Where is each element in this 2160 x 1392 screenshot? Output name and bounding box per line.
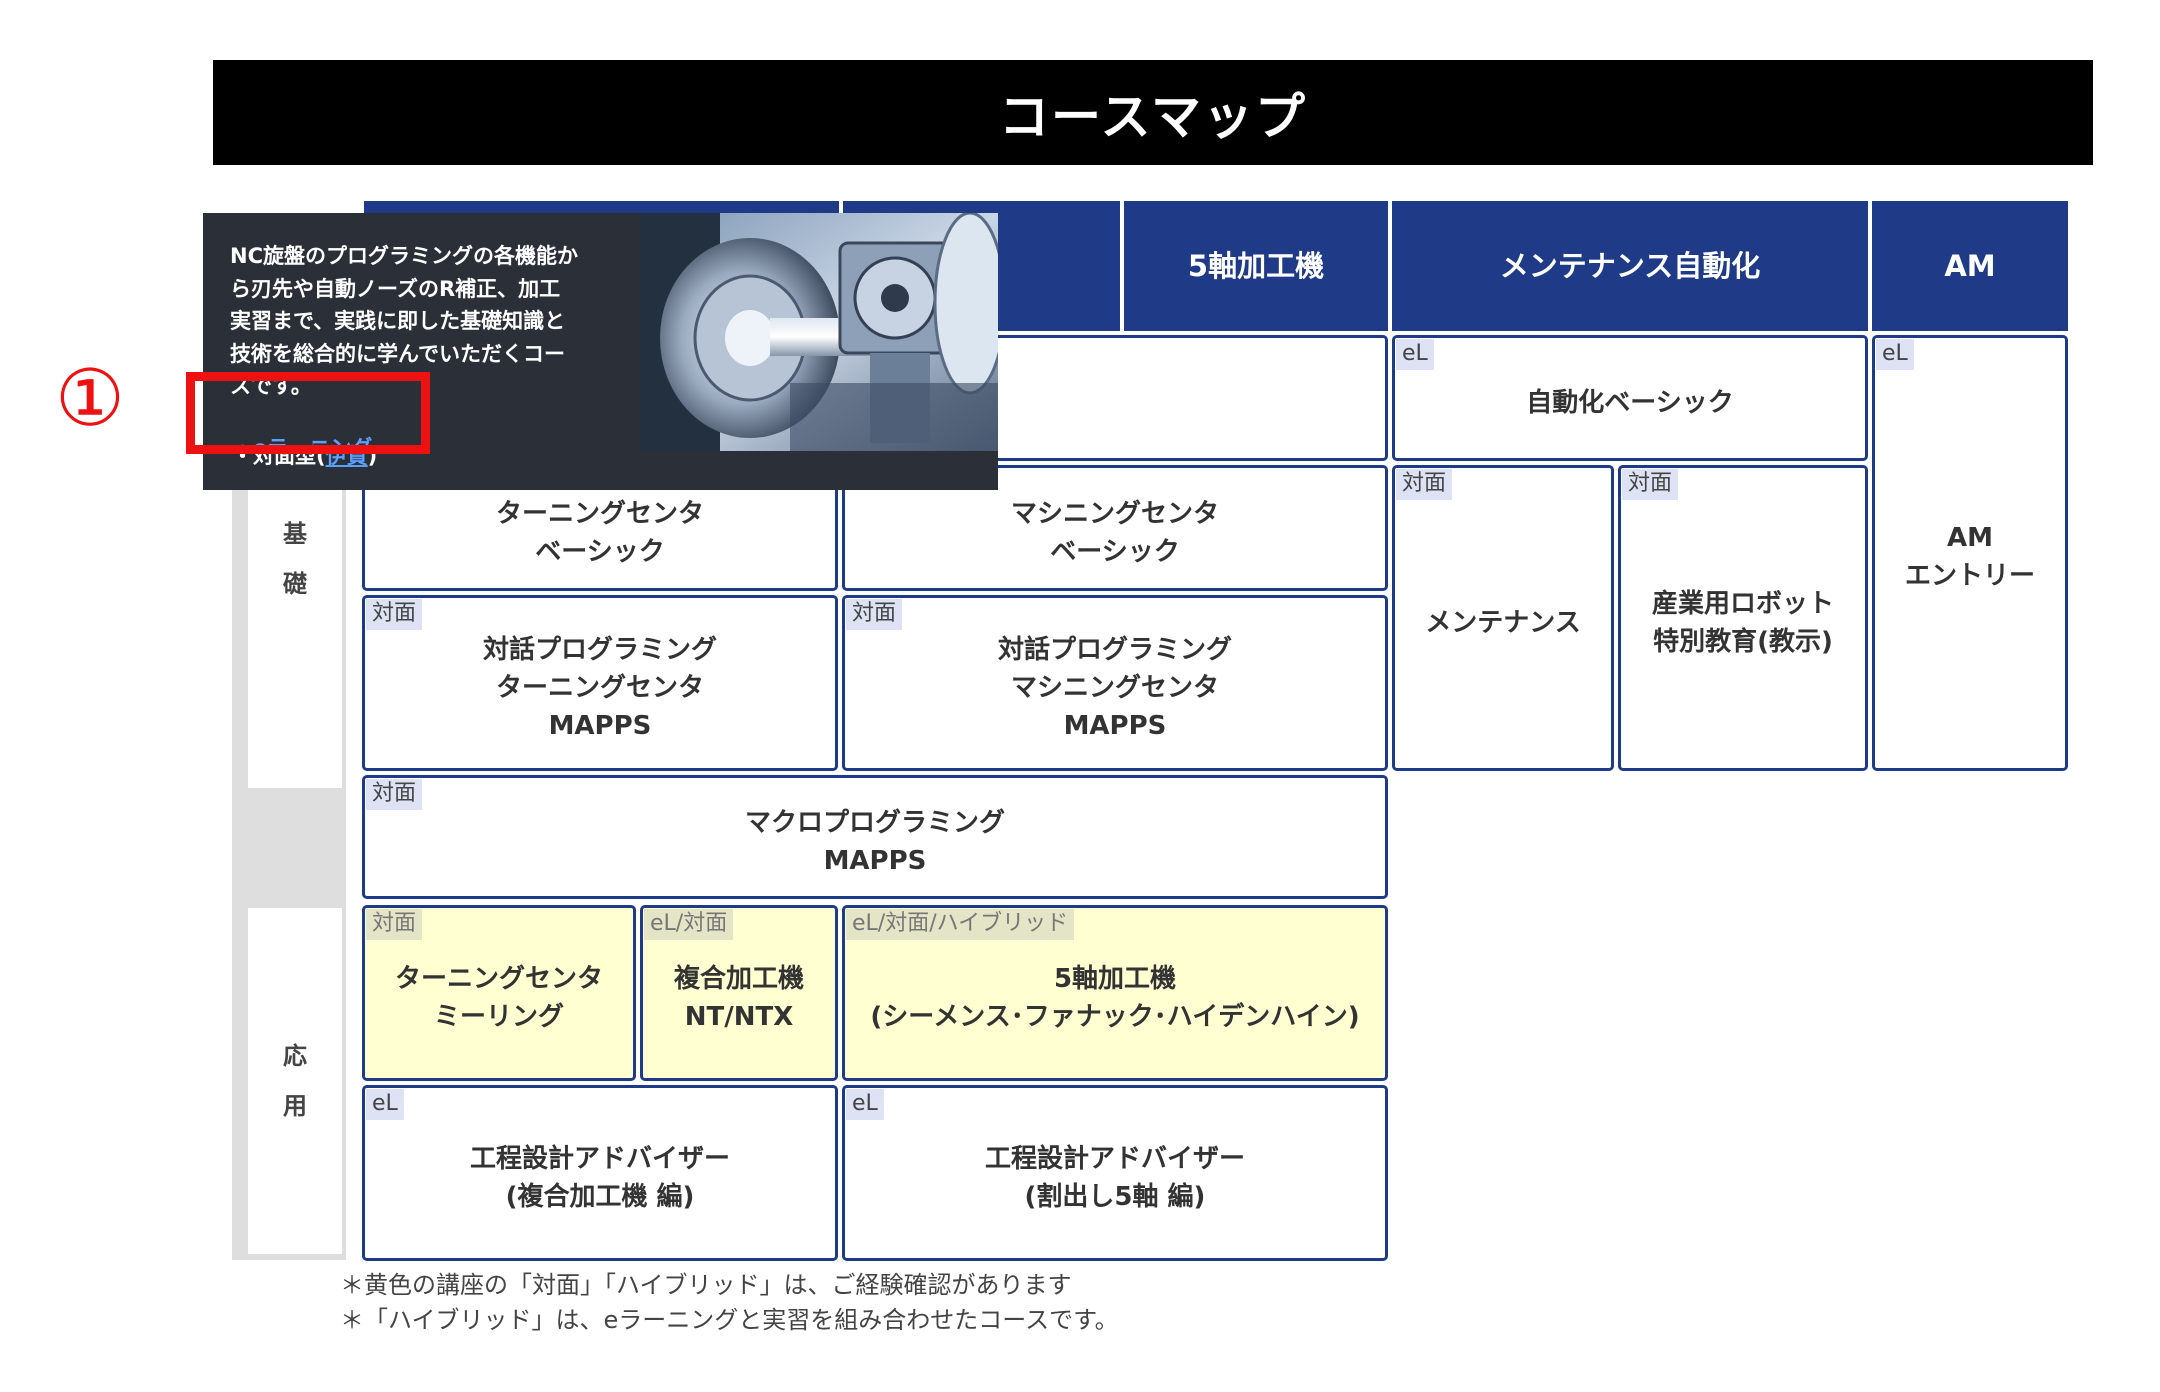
course-tag: eL xyxy=(1876,339,1914,370)
course-label: AM エントリー xyxy=(1904,523,2035,591)
course-label: ターニングセンタ ミーリング xyxy=(394,964,603,1032)
row-label-applied-text: 応 用 xyxy=(283,1041,307,1120)
course-macro-programming[interactable]: 対面 マクロプログラミング MAPPS xyxy=(362,775,1388,899)
course-label: 複合加工機 NT/NTX xyxy=(673,964,804,1032)
course-auto-basic[interactable]: eL 自動化ベーシック xyxy=(1392,335,1868,461)
course-tag: eL xyxy=(366,1089,404,1120)
course-tag: 対面 xyxy=(366,909,423,940)
course-label: 対話プログラミング ターニングセンタ MAPPS xyxy=(482,635,717,741)
page-title: コースマップ xyxy=(213,60,2093,165)
course-tag: 対面 xyxy=(1396,469,1453,500)
course-industrial-robot[interactable]: 対面 産業用ロボット 特別教育(教示) xyxy=(1618,465,1868,771)
course-label: 工程設計アドバイザー (割出し5軸 編) xyxy=(984,1144,1245,1212)
course-label: 産業用ロボット 特別教育(教示) xyxy=(1651,589,1834,657)
tooltip-description: NC旋盤のプログラミングの各機能か ら刃先や自動ノーズのR補正、加工 実習まで、… xyxy=(230,244,578,399)
header-am[interactable]: AM xyxy=(1872,201,2068,331)
course-tag: eL xyxy=(1396,339,1434,370)
course-label: マクロプログラミング MAPPS xyxy=(744,808,1005,876)
header-five-axis[interactable]: 5軸加工機 xyxy=(1124,201,1388,331)
course-dialog-machining[interactable]: 対面 対話プログラミング マシニングセンタ MAPPS xyxy=(842,595,1388,771)
course-tag: 対面 xyxy=(846,599,903,630)
course-tag: 対面 xyxy=(366,599,423,630)
row-label-basic-text: 基 礎 xyxy=(283,519,307,598)
footnote-1: ＊黄色の講座の「対面」「ハイブリッド」は、ご経験確認があります xyxy=(340,1271,1072,1299)
bullet-suffix: ) xyxy=(367,444,378,468)
course-label: 5軸加工機 (シーメンス･ファナック･ハイデンハイン) xyxy=(870,964,1360,1032)
course-label: 対話プログラミング マシニングセンタ MAPPS xyxy=(997,635,1232,741)
footnote-2: ＊「ハイブリッド」は、eラーニングと実習を組み合わせたコースです。 xyxy=(340,1306,1119,1334)
course-turning-milling[interactable]: 対面 ターニングセンタ ミーリング xyxy=(362,905,636,1081)
course-am-entry[interactable]: eL AM エントリー xyxy=(1872,335,2068,771)
course-tag: eL/対面 xyxy=(644,909,734,940)
row-label-applied: 応 用 xyxy=(248,908,342,1254)
course-maintenance[interactable]: 対面 メンテナンス xyxy=(1392,465,1614,771)
annotation-marker: ① xyxy=(55,354,125,444)
course-label: 工程設計アドバイザー (複合加工機 編) xyxy=(469,1144,730,1212)
cnc-lathe-photo-icon xyxy=(640,213,998,451)
course-label: メンテナンス xyxy=(1425,608,1581,639)
course-dialog-turning[interactable]: 対面 対話プログラミング ターニングセンタ MAPPS xyxy=(362,595,838,771)
course-complex-machine[interactable]: eL/対面 複合加工機 NT/NTX xyxy=(640,905,838,1081)
course-tag: 対面 xyxy=(1622,469,1679,500)
course-label: 自動化ベーシック xyxy=(1526,388,1734,419)
course-label: ターニングセンタ ベーシック xyxy=(495,499,704,567)
course-tag: eL/対面/ハイブリッド xyxy=(846,909,1075,940)
header-maintenance-automation[interactable]: メンテナンス自動化 xyxy=(1392,201,1868,331)
course-five-axis[interactable]: eL/対面/ハイブリッド 5軸加工機 (シーメンス･ファナック･ハイデンハイン) xyxy=(842,905,1388,1081)
course-process-complex[interactable]: eL 工程設計アドバイザー (複合加工機 編) xyxy=(362,1085,838,1261)
annotation-highlight-box xyxy=(186,372,430,454)
course-tag: 対面 xyxy=(366,779,423,810)
course-tag: eL xyxy=(846,1089,884,1120)
course-process-5axis[interactable]: eL 工程設計アドバイザー (割出し5軸 編) xyxy=(842,1085,1388,1261)
course-label: マシニングセンタ ベーシック xyxy=(1010,499,1219,567)
